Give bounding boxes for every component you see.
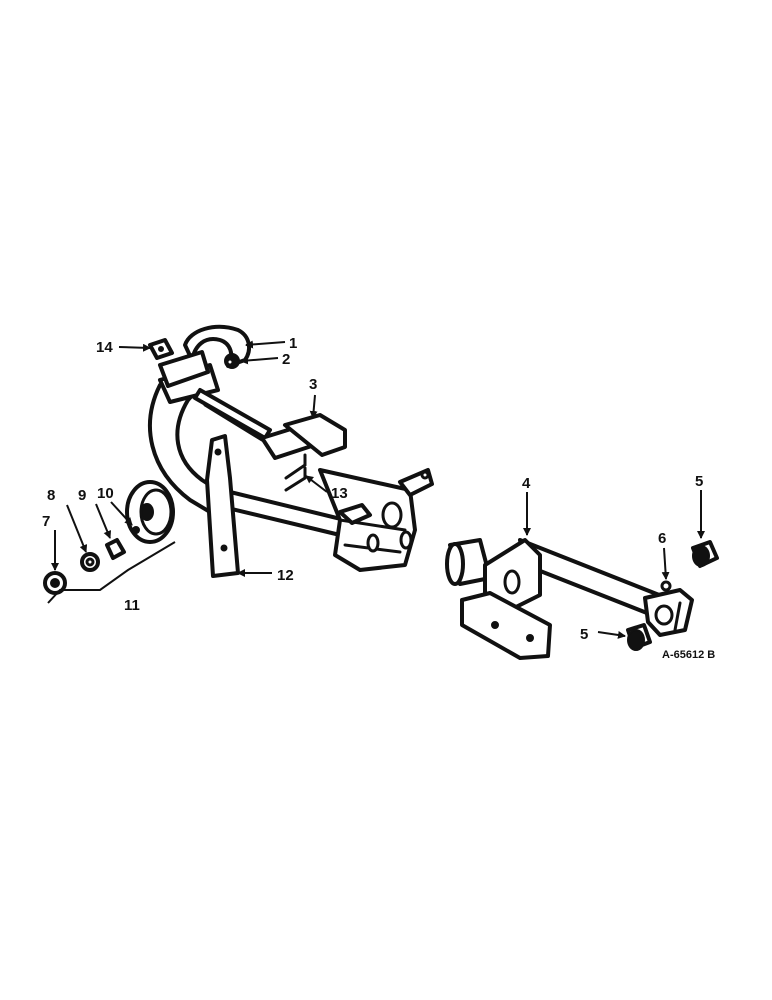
drawing-number: A-65612 B: [662, 649, 715, 661]
bushing-part-5-lower: [626, 623, 652, 651]
callout-5-upper: 5: [695, 473, 703, 490]
callout-7: 7: [42, 513, 50, 530]
callout-3: 3: [309, 376, 317, 393]
callout-1: 1: [289, 335, 297, 352]
callout-14: 14: [96, 339, 113, 356]
callout-10: 10: [97, 485, 114, 502]
bushing-part-5-upper: [691, 540, 719, 568]
u-bolt-part-13: [284, 453, 307, 492]
fitting-part-6: [660, 580, 672, 592]
callout-5-lower: 5: [580, 626, 588, 643]
bushing-part-7: [43, 571, 67, 595]
flat-bar-part-12: [205, 434, 240, 578]
pulley-part-10: [125, 480, 175, 544]
callout-8: 8: [47, 487, 55, 504]
callout-13: 13: [331, 485, 348, 502]
callout-6: 6: [658, 530, 666, 547]
callout-labels: 1 2 3 14 13 12 8 9 10 7 11 4 5 6 5: [42, 335, 703, 643]
main-frame: [148, 363, 434, 572]
callout-12: 12: [277, 567, 294, 584]
callout-9: 9: [78, 487, 86, 504]
washer-part-8: [80, 552, 100, 572]
lower-arm-part-4: [445, 538, 694, 660]
plate-part-14: [148, 338, 174, 360]
bushing-part-2: [224, 353, 240, 369]
callout-2: 2: [282, 351, 290, 368]
callout-4: 4: [522, 475, 531, 492]
callout-11: 11: [124, 597, 140, 614]
bracket-line-11: [47, 541, 176, 604]
spacer-part-9: [105, 538, 126, 560]
leader-lines: [51, 340, 705, 639]
